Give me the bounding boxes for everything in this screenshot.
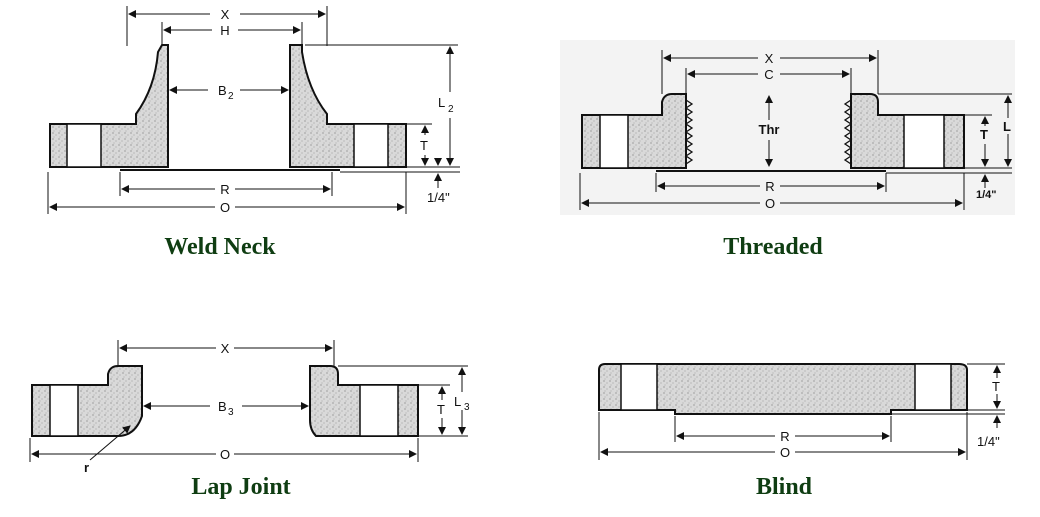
dim-o: O bbox=[780, 445, 790, 460]
bolt-hole bbox=[49, 384, 79, 437]
dim-t: T bbox=[980, 127, 988, 142]
dim-l-sub: 3 bbox=[464, 402, 470, 413]
bolt-hole bbox=[599, 114, 629, 169]
dim-b-sub: 2 bbox=[228, 91, 234, 102]
caption-threaded: Threaded bbox=[723, 234, 823, 260]
dim-o: O bbox=[220, 200, 230, 215]
dim-t: T bbox=[420, 138, 428, 153]
dim-gap: 1/4" bbox=[976, 189, 997, 201]
lap-joint-panel: X B 3 T L 3 r O bbox=[20, 330, 480, 480]
weld-neck-panel: X H B 2 L 2 T 1/4" R bbox=[40, 0, 480, 230]
bolt-hole bbox=[353, 123, 389, 168]
dim-t: T bbox=[437, 402, 445, 417]
thread-right bbox=[843, 99, 853, 165]
dim-r: R bbox=[765, 179, 774, 194]
bolt-hole bbox=[914, 363, 952, 411]
dim-x: X bbox=[765, 51, 774, 66]
dim-l: L bbox=[438, 95, 445, 110]
bolt-hole bbox=[66, 123, 102, 168]
dim-h: H bbox=[220, 23, 229, 38]
dim-o: O bbox=[765, 196, 775, 211]
dim-b: B bbox=[218, 399, 227, 414]
lap-joint-left-half bbox=[31, 365, 143, 437]
threaded-left-half bbox=[581, 93, 687, 169]
dim-r: R bbox=[220, 182, 229, 197]
thread-left bbox=[684, 99, 694, 165]
bolt-hole bbox=[359, 384, 399, 437]
bolt-hole bbox=[620, 363, 658, 411]
bolt-hole bbox=[903, 114, 945, 169]
dim-l: L bbox=[454, 394, 461, 409]
threaded-drawing: X C Thr T L 1/4" R O bbox=[579, 50, 1012, 211]
dim-b: B bbox=[218, 83, 227, 98]
dim-r: r bbox=[84, 460, 89, 475]
dim-thr: Thr bbox=[759, 122, 780, 137]
dim-gap: 1/4" bbox=[427, 190, 450, 205]
blind-drawing: T 1/4" R O bbox=[598, 363, 1005, 460]
dim-r: R bbox=[780, 429, 789, 444]
dim-c: C bbox=[764, 67, 773, 82]
blind-panel: T 1/4" R O bbox=[585, 350, 1025, 470]
caption-blind: Blind bbox=[755, 474, 813, 500]
blind-body bbox=[598, 363, 968, 415]
lap-joint-drawing: X B 3 T L 3 r O bbox=[29, 340, 470, 475]
dim-t: T bbox=[992, 379, 1000, 394]
caption-lap-joint: Lap Joint bbox=[191, 474, 291, 500]
dim-gap: 1/4" bbox=[977, 434, 1000, 449]
dim-l-sub: 2 bbox=[448, 104, 454, 115]
dim-b-sub: 3 bbox=[228, 407, 234, 418]
threaded-panel: X C Thr T L 1/4" R O bbox=[560, 40, 1015, 215]
caption-weld-neck: Weld Neck bbox=[164, 234, 276, 260]
dim-o: O bbox=[220, 447, 230, 462]
weld-neck-drawing: X H B 2 L 2 T 1/4" R bbox=[47, 6, 460, 215]
dim-x: X bbox=[221, 7, 230, 22]
dim-l: L bbox=[1003, 119, 1011, 134]
dim-x: X bbox=[221, 341, 230, 356]
